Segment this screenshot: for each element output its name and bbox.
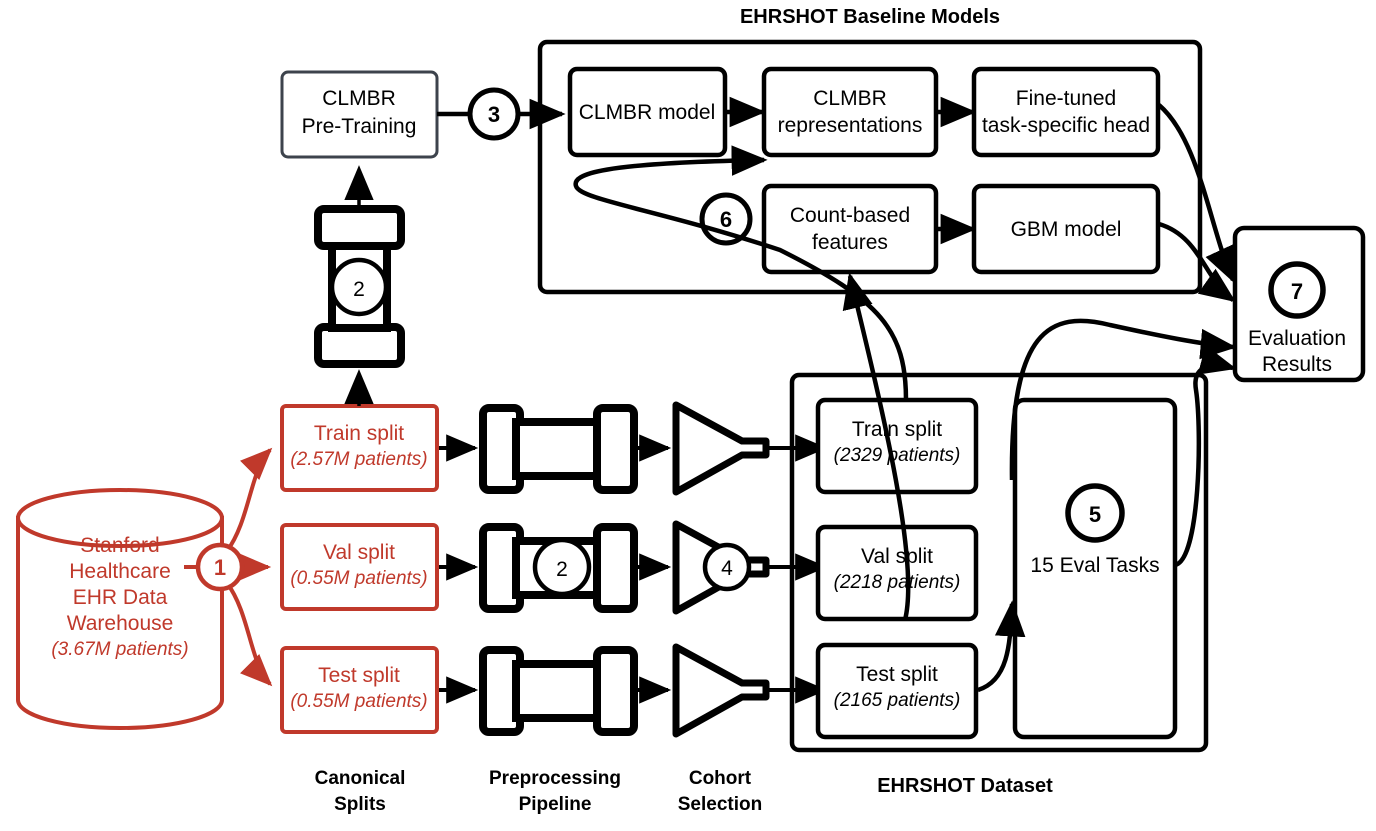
canonical-train-name: Train split	[314, 422, 404, 445]
clmbr-model-box: CLMBR model	[567, 66, 728, 158]
ehrshot-dataset-group: EHRSHOT Dataset	[789, 372, 1209, 797]
marker-6: 6	[699, 192, 753, 246]
arrow-train-to-representations	[573, 145, 909, 401]
arrow-train-to-count-features	[842, 272, 911, 621]
arrow-eval-tasks-to-evaluation	[1173, 345, 1237, 568]
canonical-split-train: Train split (2.57M patients)	[280, 404, 439, 492]
cohort-funnel-train	[672, 401, 828, 496]
clmbr-pretraining-box: CLMBR Pre-Training	[280, 70, 439, 159]
marker-4-circle	[702, 542, 752, 592]
canonical-split-val: Val split (0.55M patients)	[280, 523, 439, 611]
count-based-features-box: Count-based features	[761, 183, 939, 275]
dataset-train-count: (2329 patients)	[834, 445, 961, 466]
marker-1-circle	[195, 542, 245, 592]
col-title-preprocessing-l2: Pipeline	[519, 794, 592, 815]
preprocessing-pipe-train	[439, 404, 672, 494]
canonical-test-count: (0.55M patients)	[290, 691, 427, 712]
dataset-test-name: Test split	[856, 663, 938, 686]
gbm-model-label: GBM model	[1011, 218, 1122, 241]
marker-2-pipeline-circle	[532, 537, 592, 597]
canonical-val-count: (0.55M patients)	[290, 568, 427, 589]
eval-tasks-label: 15 Eval Tasks	[1030, 554, 1159, 577]
col-title-cohort-l2: Selection	[678, 794, 762, 815]
marker-6-label: 6	[720, 207, 732, 232]
cohort-funnel-test	[672, 643, 828, 738]
col-title-cohort-l1: Cohort	[689, 768, 752, 789]
canonical-train-count: (2.57M patients)	[290, 449, 427, 470]
canonical-test-name: Test split	[318, 664, 400, 687]
warehouse-line1: Stanford	[80, 534, 159, 557]
ehrshot-dataset-title: EHRSHOT Dataset	[877, 775, 1053, 797]
count-based-line2: features	[812, 231, 888, 254]
dataset-val-name: Val split	[861, 545, 933, 568]
cohort-funnel-val: 4	[672, 520, 828, 615]
canonical-split-test: Test split (0.55M patients)	[280, 646, 439, 734]
clmbr-pretraining-line1: CLMBR	[322, 87, 396, 110]
count-based-line1: Count-based	[790, 204, 910, 227]
pretraining-pipe: 2	[314, 165, 405, 406]
marker-4-label: 4	[721, 557, 733, 580]
col-title-canonical-l2: Splits	[334, 794, 386, 815]
marker-5-label: 5	[1089, 502, 1101, 527]
arrow-test-to-eval-tasks	[977, 600, 1026, 693]
finetuned-head-line2: task-specific head	[982, 114, 1150, 137]
split-fanout-arrows: 1	[184, 447, 273, 687]
evaluation-results-line1: Evaluation	[1248, 327, 1346, 350]
clmbr-pretraining-line2: Pre-Training	[302, 115, 417, 138]
clmbr-model-label: CLMBR model	[579, 101, 716, 124]
eval-tasks-box: 5 15 Eval Tasks	[1012, 397, 1178, 740]
col-title-preprocessing-l1: Preprocessing	[489, 768, 621, 789]
canonical-val-name: Val split	[323, 541, 395, 564]
stanford-ehr-warehouse-cylinder: Stanford Healthcare EHR Data Warehouse (…	[16, 488, 224, 730]
warehouse-line2: Healthcare	[69, 560, 171, 583]
marker-3-connector: 3	[437, 87, 566, 141]
arrow-dataset-to-evaluation	[1009, 318, 1237, 481]
warehouse-count: (3.67M patients)	[51, 639, 188, 660]
marker-3-circle	[467, 87, 521, 141]
marker-7-label: 7	[1291, 279, 1303, 304]
col-title-canonical-l1: Canonical	[315, 768, 406, 789]
preprocessing-pipe-val: 2	[439, 523, 672, 613]
dataset-val-count: (2218 patients)	[834, 572, 961, 593]
baseline-models-title: EHRSHOT Baseline Models	[740, 6, 1000, 28]
marker-2-pipeline-label: 2	[556, 558, 568, 581]
warehouse-line4: Warehouse	[67, 612, 174, 635]
ehrshot-dataset-container	[789, 372, 1209, 753]
marker-7-circle	[1268, 261, 1326, 319]
dataset-split-train: Train split (2329 patients)	[815, 397, 979, 495]
clmbr-representations-line2: representations	[778, 114, 923, 137]
marker-3-label: 3	[488, 102, 500, 127]
marker-5-circle	[1065, 483, 1125, 543]
dataset-split-test: Test split (2165 patients)	[815, 642, 979, 740]
evaluation-results-box: 7 Evaluation Results	[1232, 225, 1366, 383]
arrow-head-to-evaluation	[1157, 103, 1236, 284]
marker-1-label: 1	[214, 555, 226, 580]
clmbr-representations-line1: CLMBR	[813, 87, 887, 110]
evaluation-results-line2: Results	[1262, 353, 1332, 376]
dataset-train-name: Train split	[852, 418, 942, 441]
marker-2-pretrain-label: 2	[353, 278, 365, 301]
preprocessing-pipe-test	[439, 646, 672, 736]
finetuned-head-box: Fine-tuned task-specific head	[971, 66, 1161, 158]
clmbr-representations-box: CLMBR representations	[761, 66, 939, 158]
marker-2-pretrain-circle	[329, 257, 389, 317]
warehouse-line3: EHR Data	[73, 586, 168, 609]
gbm-model-box: GBM model	[971, 183, 1161, 275]
finetuned-head-line1: Fine-tuned	[1016, 87, 1116, 110]
dataset-split-val: Val split (2218 patients)	[815, 524, 979, 622]
arrow-gbm-to-evaluation	[1158, 221, 1236, 303]
dataset-test-count: (2165 patients)	[834, 690, 961, 711]
